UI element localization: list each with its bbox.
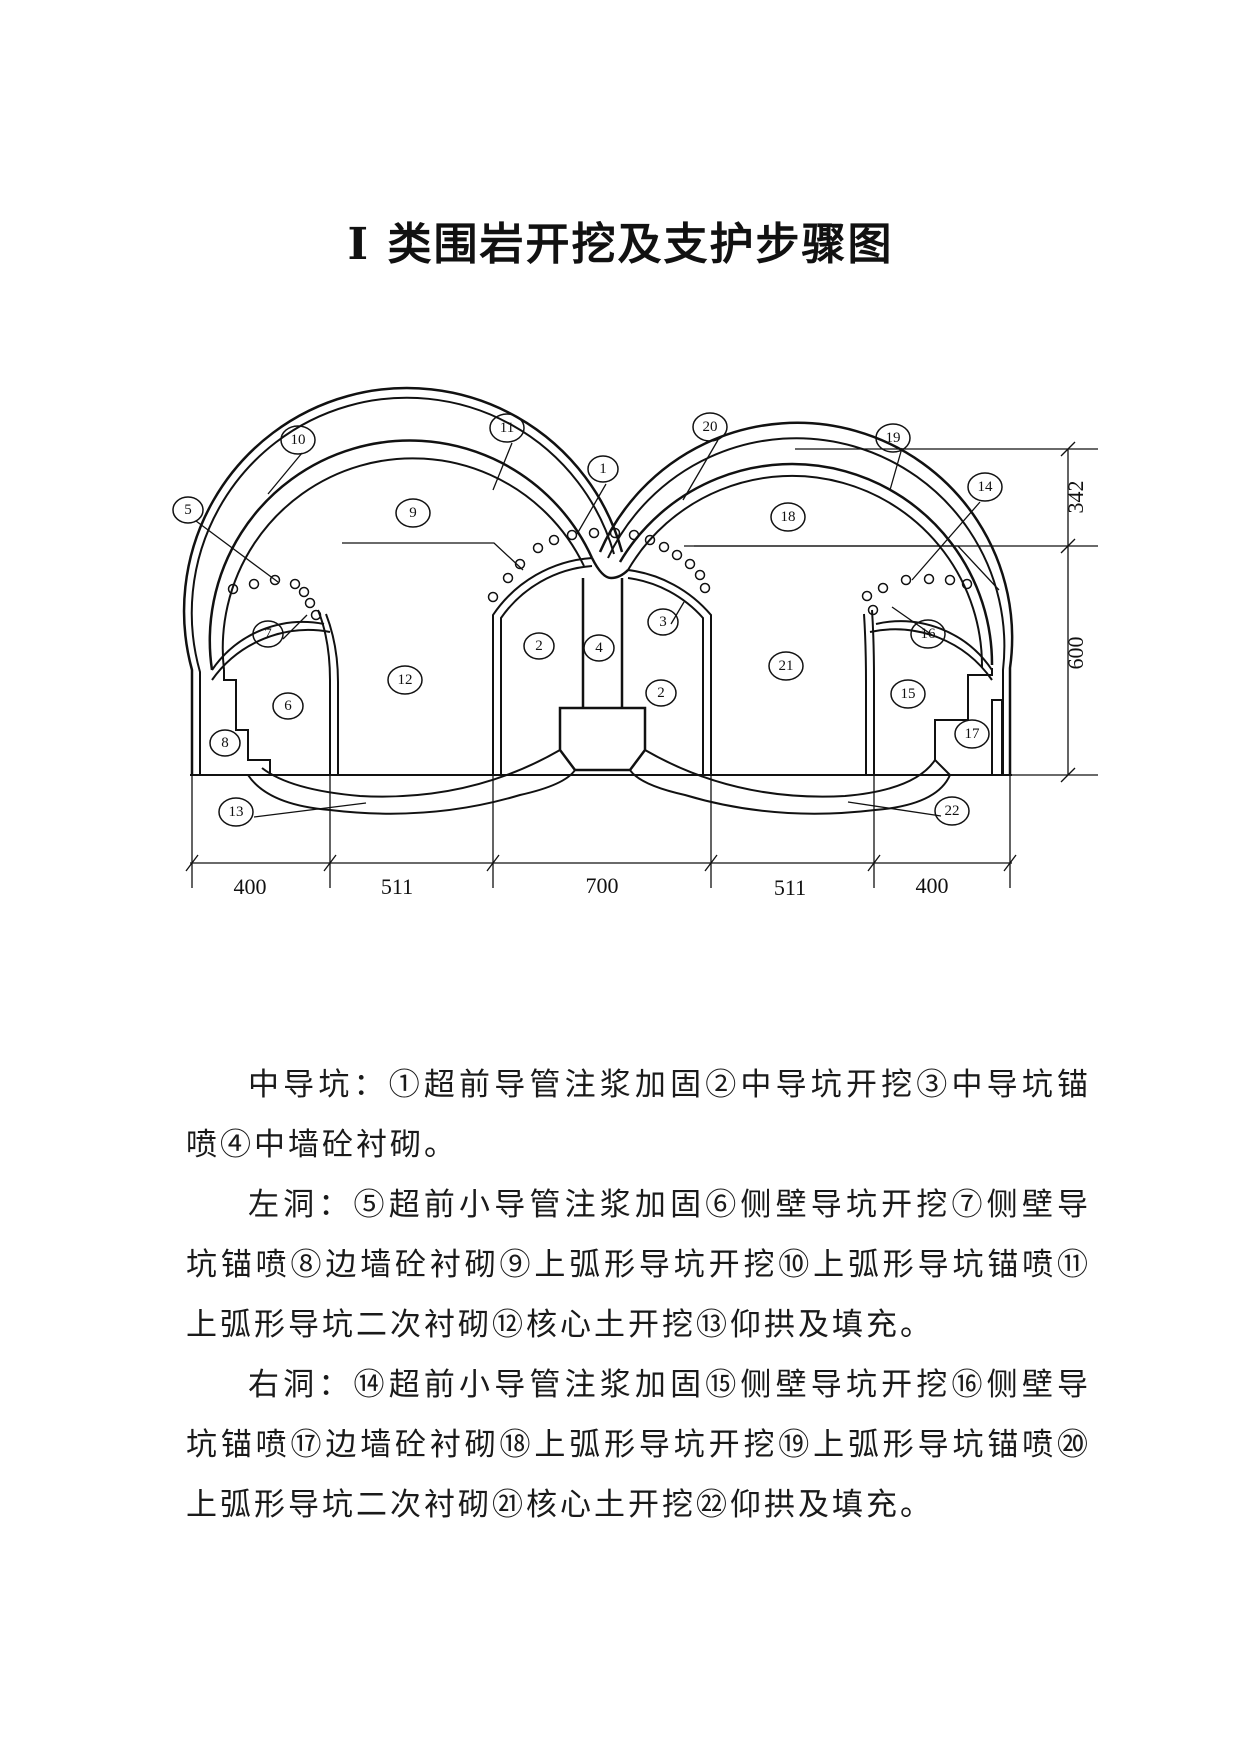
left-invert-inner [261, 749, 561, 798]
label-13: 13 [229, 804, 244, 820]
label-16: 16 [921, 626, 937, 642]
right-secondary-lining-inner [627, 474, 984, 669]
right-outer-lining-inner [607, 437, 1006, 775]
left-side-drift-inner [211, 621, 325, 671]
paragraph-right-tunnel: 右洞：⑭超前小导管注浆加固⑮侧壁导坑开挖⑯侧壁导坑锚喷⑰边墙砼衬砌⑱上弧形导坑开… [186, 1367, 1091, 1523]
label-11: 11 [500, 420, 514, 436]
label-12: 12 [398, 672, 413, 688]
dimension-right-342: 342 [1063, 481, 1088, 514]
label-5: 5 [184, 502, 192, 518]
label-17: 17 [965, 726, 981, 742]
paragraph-middle-drift: 中导坑：①超前导管注浆加固②中导坑开挖③中导坑锚喷④中墙砼衬砌。 [186, 1067, 1091, 1163]
middle-drift-right-arch [627, 569, 712, 775]
middle-drift-left-arch [492, 557, 593, 775]
label-20: 20 [703, 419, 718, 435]
label-14: 14 [978, 479, 994, 495]
page-title: I 类围岩开挖及支护步骤图 [347, 219, 894, 270]
label-18: 18 [781, 509, 796, 525]
middle-drift-left-arch-2 [500, 565, 593, 775]
right-side-drift-inner [875, 620, 993, 671]
paragraph-left-tunnel: 左洞：⑤超前小导管注浆加固⑥侧壁导坑开挖⑦侧壁导坑锚喷⑧边墙砼衬砌⑨上弧形导坑开… [186, 1187, 1091, 1343]
label-21: 21 [779, 658, 794, 674]
label-8: 8 [221, 735, 229, 751]
left-outer-lining-inner [190, 396, 615, 775]
dimension-bottom-4: 511 [774, 875, 806, 900]
left-outer-lining [182, 386, 624, 775]
label-9: 9 [409, 505, 417, 521]
middle-wall [581, 578, 624, 708]
label-22: 22 [945, 803, 960, 819]
label-1: 1 [599, 461, 607, 477]
label-19: 19 [886, 430, 901, 446]
dimension-lines [185, 441, 1098, 888]
label-2-right: 2 [657, 685, 665, 701]
dimension-bottom-5: 400 [916, 873, 949, 898]
dimension-bottom-1: 400 [234, 874, 267, 899]
label-2-left: 2 [535, 638, 543, 654]
left-wall-footing [192, 760, 271, 776]
label-4: 4 [595, 640, 603, 656]
middle-drift-right-arch-2 [627, 577, 704, 775]
left-side-drift-wall-2 [325, 613, 339, 775]
label-3: 3 [659, 614, 667, 630]
description-text: 中导坑：①超前导管注浆加固②中导坑开挖③中导坑锚喷④中墙砼衬砌。 左洞：⑤超前小… [186, 1055, 1091, 1535]
middle-cusp [590, 557, 629, 580]
grouting-pipes [227, 527, 973, 621]
right-invert-inner [644, 749, 936, 798]
left-stepped-wall [223, 670, 271, 775]
right-side-drift-wall-2 [863, 613, 867, 775]
right-side-drift-outer [869, 628, 993, 681]
right-secondary-lining [618, 462, 994, 666]
left-secondary-lining-inner [221, 457, 585, 671]
left-side-drift-outer [211, 629, 331, 681]
right-invert-outer [629, 769, 951, 815]
label-15: 15 [901, 686, 916, 702]
left-secondary-lining [208, 439, 594, 671]
right-outer-lining [598, 421, 1014, 775]
dimension-bottom-2: 511 [381, 874, 413, 899]
label-10: 10 [291, 432, 306, 448]
label-6: 6 [284, 698, 292, 714]
label-7: 7 [264, 626, 272, 642]
right-side-drift-wall [871, 609, 875, 775]
left-side-drift-wall [317, 609, 331, 775]
left-invert-outer [247, 769, 576, 815]
right-wall-footing [991, 699, 1003, 776]
middle-wall-base [558, 706, 647, 772]
dimension-right-600: 600 [1063, 637, 1088, 670]
dimension-bottom-3: 700 [586, 873, 619, 898]
